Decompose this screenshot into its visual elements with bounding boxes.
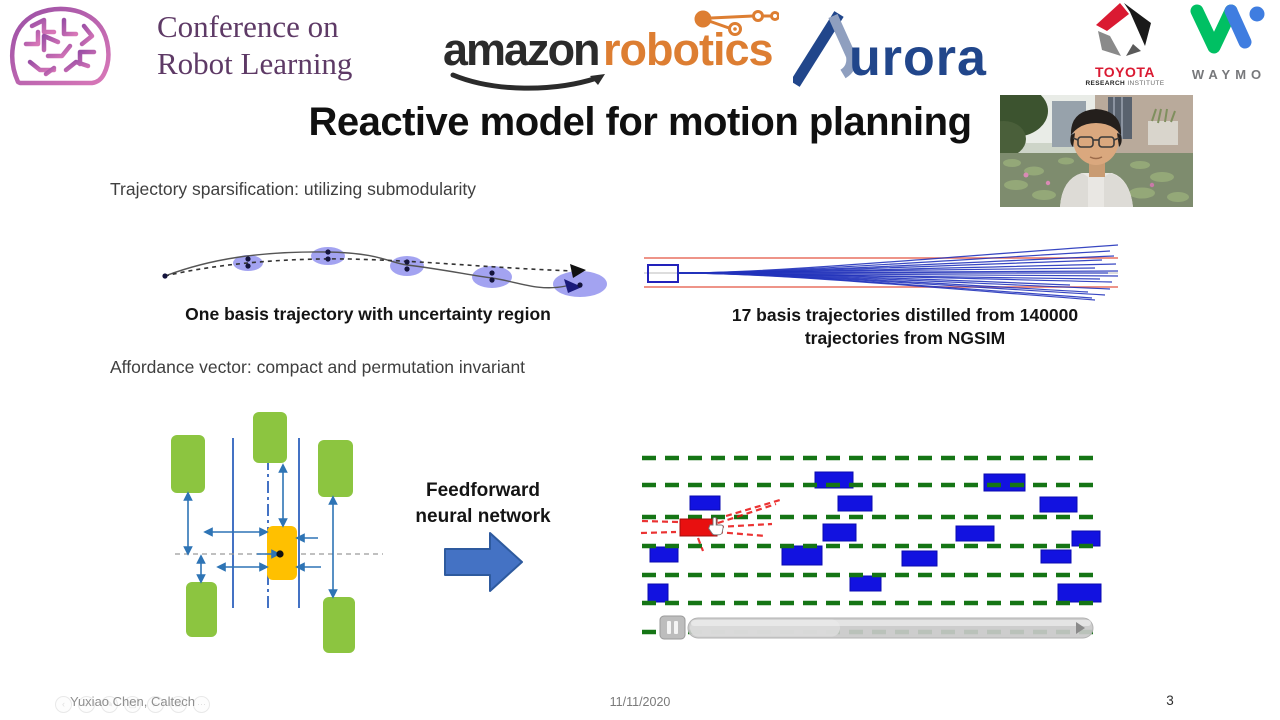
pause-button[interactable]: [659, 615, 686, 640]
waymo-wordmark: WAYMO: [1191, 67, 1267, 82]
toyota-research-logo: TOYOTA RESEARCH INSTITUTE: [1082, 2, 1168, 87]
ego-trajectory: [696, 537, 705, 552]
video-player-controls: [659, 615, 1094, 640]
sim-vehicle: [1039, 496, 1078, 513]
presenter-person: [1060, 109, 1133, 207]
corl-line2: Robot Learning: [157, 46, 353, 81]
lane-lines: [232, 435, 300, 612]
uncertainty-ellipse: [472, 266, 512, 288]
waypoint-dot: [404, 266, 410, 272]
tri-polygon-icon: [1096, 3, 1151, 56]
section2-text: Affordance vector: compact and permutati…: [110, 357, 526, 377]
waypoint-dot: [325, 256, 331, 262]
sim-vehicle: [837, 495, 873, 512]
sim-vehicle: [781, 545, 823, 566]
prev-slide-icon[interactable]: ‹: [55, 696, 72, 713]
aurora-wordmark: urora: [849, 29, 987, 87]
sim-vehicle: [649, 546, 679, 563]
aurora-a-mark-icon: [790, 11, 857, 87]
caption-left: One basis trajectory with uncertainty re…: [185, 304, 551, 324]
sim-vehicle: [814, 471, 854, 489]
sim-vehicle: [822, 523, 857, 542]
hand-cursor-icon: [708, 517, 724, 536]
sim-overlay: [708, 517, 724, 536]
captions-icon[interactable]: ▭: [170, 696, 187, 713]
waypoint-dot: [404, 259, 410, 265]
neighbor-vehicles: [171, 412, 355, 653]
footer-author: Yuxiao Chen, Caltech: [70, 694, 196, 709]
research-institute-label: RESEARCH INSTITUTE: [1085, 80, 1165, 87]
distance-arrows: [183, 463, 338, 599]
waypoint-dot: [162, 273, 168, 279]
next-slide-icon[interactable]: ›: [78, 696, 95, 713]
brain-circuit-icon: [9, 6, 111, 86]
basis-trajectory-diagram: [162, 247, 607, 297]
more-options-icon[interactable]: ⋯: [193, 696, 210, 713]
waymo-logo: WAYMO: [1183, 2, 1275, 82]
ego-center-dot: [276, 550, 284, 558]
waypoint-dot: [489, 270, 495, 276]
black-arrowhead-icon: [570, 264, 586, 278]
ego-trajectory: [641, 519, 679, 524]
ego-trajectory: [717, 502, 777, 525]
sim-vehicle: [1040, 549, 1072, 564]
molecule-icon: [694, 10, 779, 36]
dashed-trajectory-curve: [164, 258, 575, 277]
waypoint-dot: [577, 282, 583, 288]
aurora-logo: urora: [790, 10, 1043, 90]
ego-trajectory: [716, 530, 767, 538]
basis-trajectory-line: [677, 272, 1096, 301]
slide-title: Reactive model for motion planning: [308, 100, 972, 144]
zoom-icon[interactable]: ⌕: [147, 696, 164, 713]
sim-vehicle: [901, 550, 938, 567]
amazon-wordmark: amazon: [443, 24, 601, 75]
sim-vehicle: [689, 495, 721, 511]
uncertainty-ellipse: [233, 255, 263, 271]
show-all-slides-icon[interactable]: ▢: [124, 696, 141, 713]
robotics-wordmark: robotics: [603, 24, 774, 75]
amazon-robotics-logo: amazon robotics: [443, 10, 783, 91]
sim-vehicle: [849, 575, 882, 592]
sim-vehicle: [647, 583, 669, 603]
seek-bar[interactable]: [687, 617, 1094, 639]
toyota-wordmark: TOYOTA: [1094, 64, 1156, 80]
pen-icon[interactable]: ✎: [101, 696, 118, 713]
speaker-icon[interactable]: [1076, 622, 1085, 634]
affordance-vector-diagram: [171, 412, 383, 653]
footer-page-number: 3: [1166, 693, 1174, 708]
blue-arrowhead-icon: [564, 279, 582, 293]
caption-right: 17 basis trajectories distilled from 140…: [731, 305, 1079, 348]
trajectory-fan-diagram: [644, 244, 1119, 301]
ego-trajectory: [717, 522, 773, 529]
corl-line1: Conference on: [157, 9, 339, 44]
waypoint-dot: [245, 263, 251, 269]
waypoint-dot: [489, 277, 495, 283]
feedforward-label: Feedforward neural network: [415, 480, 551, 527]
waypoint-dot: [325, 249, 331, 255]
corl-wordmark: Conference on Robot Learning: [157, 8, 352, 82]
waypoint-dot: [245, 256, 251, 262]
ego-trajectory: [640, 530, 677, 535]
sim-vehicle: [955, 525, 995, 542]
right-block-arrow-icon: [444, 532, 523, 592]
amazon-smile-icon: [450, 72, 605, 91]
section1-text: Trajectory sparsification: utilizing sub…: [110, 179, 477, 199]
solid-trajectory-curve: [164, 251, 567, 289]
pause-icon: [667, 621, 678, 634]
sponsor-banner: Conference on Robot Learning amazon robo…: [0, 0, 1280, 95]
waymo-w-icon: [1190, 4, 1265, 54]
footer-date: 11/11/2020: [609, 695, 671, 709]
slideshow-toolbar: ‹ › ✎ ▢ ⌕ ▭ ⋯: [55, 696, 210, 713]
presenter-webcam-video: [1000, 95, 1193, 207]
